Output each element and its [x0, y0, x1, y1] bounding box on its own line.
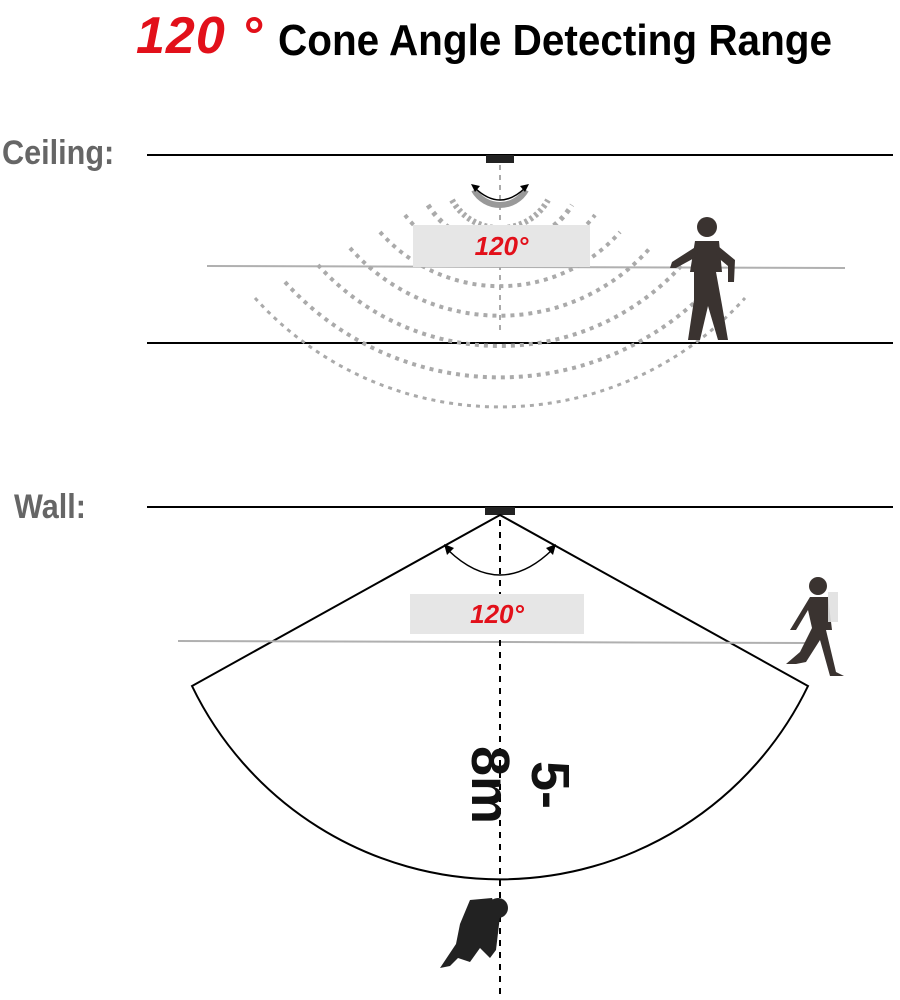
- ceiling-arrow-head-left: [471, 184, 480, 192]
- title-text: Cone Angle Detecting Range: [278, 16, 833, 65]
- wall-sensor-icon: [485, 507, 515, 515]
- wall-angle-arrow: [447, 549, 553, 576]
- wall-person-icon: [786, 577, 844, 676]
- wall-person-highlight: [828, 592, 838, 622]
- title: 120 ° Cone Angle Detecting Range: [0, 6, 900, 76]
- wall-arrow-head-right: [546, 544, 556, 555]
- wall-arrow-head-left: [444, 544, 454, 555]
- wall-angle-label: 120°: [410, 594, 584, 634]
- wall-label: Wall:: [14, 488, 86, 526]
- wall-mid-line: [177, 640, 809, 644]
- range-label: 5-8m: [460, 745, 580, 825]
- ceiling-mid-line: [206, 265, 846, 269]
- ceiling-person-icon: [670, 217, 735, 340]
- wall-detection-cone: [190, 513, 810, 881]
- title-angle: 120 °: [136, 7, 264, 65]
- ceiling-arrow-head-right: [520, 184, 529, 192]
- ceiling-angle-arrow: [474, 187, 526, 201]
- ceiling-label: Ceiling:: [2, 134, 115, 172]
- ceiling-section: [147, 154, 893, 409]
- ceiling-sensor-icon: [486, 155, 514, 163]
- wall-section: [147, 506, 893, 995]
- ceiling-angle-label: 120°: [413, 225, 590, 267]
- crouching-person-icon: [440, 898, 508, 968]
